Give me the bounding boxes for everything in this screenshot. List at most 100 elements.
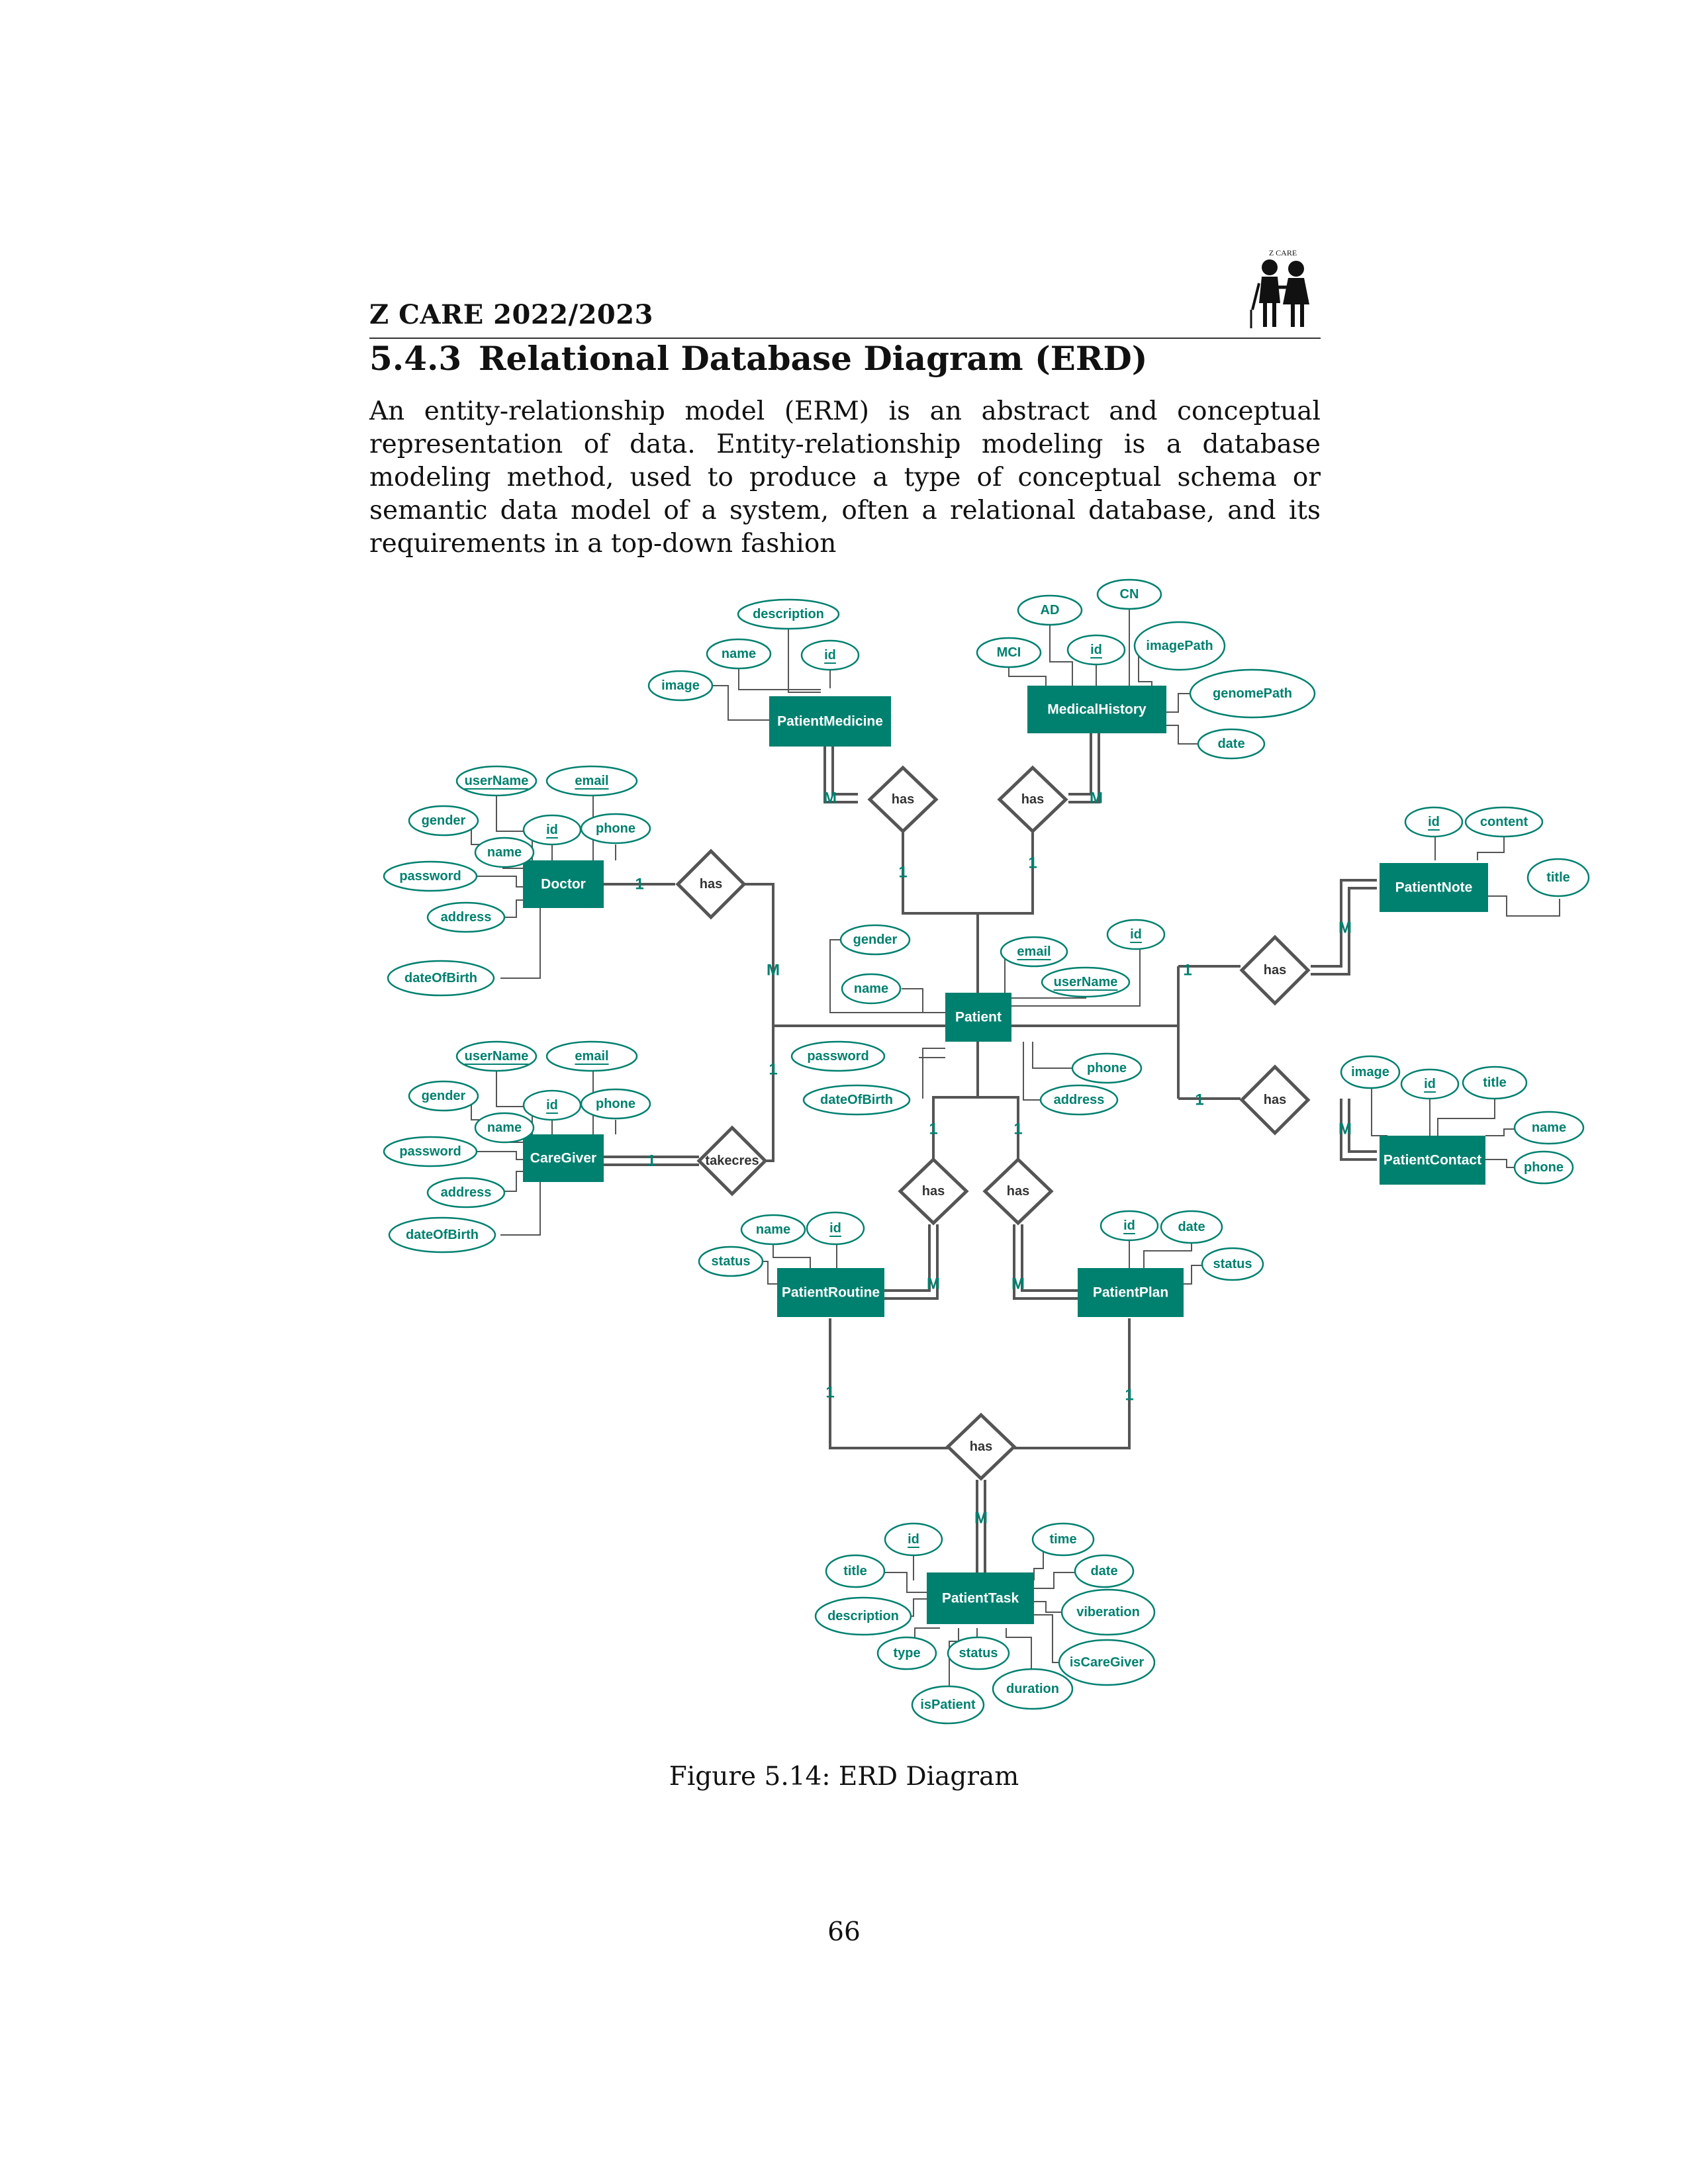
svg-text:description: description (753, 607, 824, 621)
attr-doctor-username: userName (455, 765, 538, 797)
svg-text:dateOfBirth: dateOfBirth (820, 1093, 893, 1107)
attr-caregiver-name: name (474, 1112, 535, 1144)
svg-text:phone: phone (596, 1097, 635, 1111)
attr-task-time: time (1031, 1522, 1095, 1557)
relationship-has-contact: has (1239, 1064, 1311, 1136)
svg-text:image: image (1351, 1065, 1389, 1079)
intro-paragraph: An entity-relationship model (ERM) is an… (369, 396, 1321, 559)
entity-patient: Patient (945, 993, 1011, 1042)
section-number: 5.4.3 (369, 339, 462, 378)
attr-plan-status: status (1201, 1247, 1264, 1281)
attr-routine-status: status (698, 1246, 764, 1277)
card-1-routine: 1 (929, 1120, 937, 1138)
card-m-contact: M (1338, 1120, 1352, 1138)
attr-patient-date-of-birth: dateOfBirth (802, 1084, 911, 1116)
svg-text:content: content (1480, 815, 1528, 829)
svg-text:type: type (893, 1646, 920, 1661)
svg-text:name: name (756, 1222, 790, 1237)
svg-text:AD: AD (1041, 603, 1060, 617)
attr-plan-id: id (1100, 1210, 1159, 1242)
attr-patient-address: address (1039, 1084, 1119, 1116)
card-m-plan: M (1011, 1275, 1025, 1293)
attr-note-title: title (1526, 858, 1590, 897)
attr-history-genome-path: genomePath (1189, 668, 1316, 719)
attr-doctor-phone: phone (580, 813, 651, 844)
svg-text:viberation: viberation (1076, 1605, 1140, 1619)
attr-history-date: date (1197, 728, 1266, 760)
card-1-history: 1 (1028, 854, 1037, 872)
svg-text:PatientTask: PatientTask (942, 1591, 1019, 1606)
svg-text:name: name (487, 845, 522, 860)
attr-contact-name: name (1513, 1111, 1585, 1145)
svg-text:userName: userName (1054, 975, 1118, 989)
attr-caregiver-gender: gender (408, 1080, 479, 1112)
card-m-doctor: M (767, 962, 780, 979)
svg-text:id: id (1428, 815, 1440, 829)
svg-text:MedicalHistory: MedicalHistory (1047, 702, 1147, 717)
attr-doctor-password: password (383, 860, 478, 892)
attr-caregiver-date-of-birth: dateOfBirth (388, 1216, 496, 1253)
figure-caption: Figure 5.14: ERD Diagram (669, 1762, 1019, 1792)
svg-text:Doctor: Doctor (541, 877, 586, 892)
svg-text:address: address (441, 910, 492, 925)
svg-text:date: date (1217, 737, 1244, 751)
svg-text:has: has (1264, 1093, 1286, 1107)
svg-text:id: id (1130, 927, 1142, 942)
attr-patient-username: userName (1041, 966, 1131, 998)
svg-text:PatientNote: PatientNote (1395, 880, 1473, 895)
card-1-note: 1 (1183, 962, 1192, 979)
svg-text:password: password (399, 1144, 461, 1159)
attr-doctor-email: email (545, 765, 638, 797)
svg-text:title: title (1483, 1075, 1507, 1090)
card-1-routine-task: 1 (825, 1384, 834, 1402)
attr-patient-phone: phone (1071, 1052, 1143, 1084)
svg-text:password: password (807, 1049, 868, 1064)
attr-patient-password: password (790, 1040, 886, 1072)
entity-patient-task: PatientTask (927, 1572, 1034, 1624)
card-1-plan-task: 1 (1125, 1387, 1133, 1404)
attr-patient-gender: gender (839, 924, 911, 956)
svg-text:userName: userName (465, 774, 529, 788)
attr-history-mci: MCI (976, 637, 1042, 668)
attr-doctor-id: id (522, 814, 582, 846)
attr-contact-phone: phone (1513, 1150, 1574, 1185)
attr-task-status: status (947, 1636, 1010, 1670)
svg-text:id: id (824, 648, 836, 662)
card-m-history: M (1090, 790, 1103, 807)
attr-task-date: date (1074, 1554, 1135, 1588)
svg-text:image: image (661, 678, 700, 693)
card-1-plan: 1 (1013, 1120, 1022, 1138)
entity-patient-routine: PatientRoutine (777, 1268, 884, 1317)
attr-patient-id: id (1106, 919, 1166, 950)
attr-doctor-date-of-birth: dateOfBirth (387, 960, 495, 997)
svg-text:date: date (1090, 1564, 1117, 1578)
attr-contact-title: title (1462, 1066, 1528, 1100)
svg-text:id: id (546, 1098, 558, 1113)
svg-text:MCI: MCI (997, 645, 1021, 660)
relationship-has-note: has (1239, 934, 1311, 1006)
svg-text:PatientMedicine: PatientMedicine (777, 714, 883, 729)
attr-note-content: content (1464, 806, 1544, 838)
attr-task-duration: duration (992, 1668, 1074, 1710)
relationship-has-medicine: has (867, 765, 939, 834)
svg-text:phone: phone (1524, 1160, 1564, 1175)
attr-doctor-name: name (474, 837, 535, 868)
svg-text:name: name (722, 647, 756, 661)
card-m-task: M (974, 1510, 988, 1527)
card-1-medicine: 1 (898, 864, 907, 882)
attr-medicine-description: description (737, 598, 840, 630)
attr-patient-name: name (841, 973, 902, 1005)
card-1-takecres: 1 (769, 1061, 777, 1079)
z-care-logo: Z CARE (1250, 248, 1309, 328)
svg-text:email: email (575, 774, 608, 788)
svg-text:genomePath: genomePath (1213, 686, 1292, 701)
entity-medical-history: MedicalHistory (1027, 686, 1166, 733)
svg-text:id: id (546, 823, 558, 837)
svg-text:phone: phone (596, 821, 635, 836)
attr-history-ad: AD (1017, 594, 1083, 626)
attr-medicine-id: id (800, 639, 860, 671)
attr-history-image-path: imagePath (1133, 621, 1226, 671)
attr-task-title: title (825, 1554, 886, 1588)
